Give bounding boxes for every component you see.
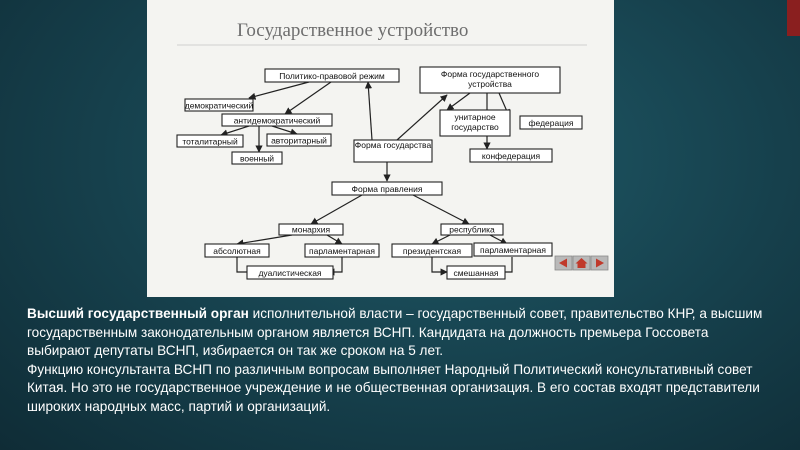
node-parliamentary-republic: парламентарная: [473, 242, 553, 257]
node-totalitarian-label: тоталитарный: [182, 137, 238, 147]
node-political-regime-label: Политико-правовой режим: [279, 71, 385, 81]
node-democratic-label: демократический: [185, 101, 254, 111]
node-military-label: военный: [240, 154, 274, 164]
node-republic: республика: [440, 223, 504, 236]
home-icon: [575, 258, 588, 268]
node-confederation: конфедерация: [469, 148, 553, 163]
accent-bar: [787, 0, 800, 36]
node-totalitarian: тоталитарный: [176, 134, 244, 148]
home-button[interactable]: [572, 255, 591, 271]
node-government-form: Форма правления: [331, 181, 443, 196]
diagram-svg: Государственное устройство: [176, 20, 609, 280]
node-state-form-label: Форма государства: [354, 140, 432, 150]
node-republic-label: республика: [449, 225, 495, 235]
node-state-form: Форма государства: [353, 139, 433, 163]
paragraph-1-bold: Высший государственный орган: [27, 306, 249, 321]
node-absolute-label: абсолютная: [213, 246, 261, 256]
node-monarchy-label: монархия: [292, 225, 331, 235]
figure-title: Государственное устройство: [237, 20, 468, 41]
node-government-form-label: Форма правления: [352, 184, 423, 194]
diagram-figure: Государственное устройство: [147, 0, 614, 297]
node-military: военный: [231, 151, 283, 165]
slide-body-text: Высший государственный орган исполнитель…: [27, 305, 772, 417]
node-federation: федерация: [519, 115, 583, 130]
node-mixed: смешанная: [446, 265, 506, 280]
node-antidemocratic: антидемократический: [221, 113, 333, 127]
node-antidemocratic-label: антидемократический: [234, 116, 321, 126]
node-unitary-label: унитарное государство: [451, 112, 499, 132]
paragraph-2: Функцию консультанта ВСНП по различным в…: [27, 361, 760, 414]
node-authoritarian: авторитарный: [266, 133, 332, 147]
node-presidential-label: президентская: [403, 246, 462, 256]
node-unitary: унитарное государство: [439, 109, 511, 137]
node-mixed-label: смешанная: [453, 268, 498, 278]
node-state-structure-form: Форма государственного устройства: [419, 66, 561, 94]
node-dualistic: дуалистическая: [246, 265, 334, 280]
paragraph-1: Высший государственный орган исполнитель…: [27, 305, 772, 361]
node-state-structure-form-label: Форма государственного устройства: [440, 69, 540, 89]
prev-slide-button[interactable]: [554, 255, 573, 271]
node-presidential: президентская: [391, 243, 473, 258]
arrow-left-icon: [559, 258, 567, 268]
node-parliamentary-monarchy-label: парламентарная: [309, 246, 375, 256]
node-political-regime: Политико-правовой режим: [264, 68, 400, 83]
next-slide-button[interactable]: [590, 255, 609, 271]
node-parliamentary-republic-label: парламентарная: [480, 245, 546, 255]
arrow-right-icon: [596, 258, 604, 268]
node-dualistic-label: дуалистическая: [258, 268, 321, 278]
node-federation-label: федерация: [529, 118, 574, 128]
node-monarchy: монархия: [278, 223, 344, 236]
node-absolute: абсолютная: [204, 243, 270, 258]
node-parliamentary-monarchy: парламентарная: [304, 243, 380, 258]
node-democratic: демократический: [184, 98, 254, 112]
paragraph-1-rest: исполнительной власти – государственный …: [27, 306, 763, 359]
node-confederation-label: конфедерация: [482, 151, 541, 161]
node-authoritarian-label: авторитарный: [271, 136, 327, 146]
